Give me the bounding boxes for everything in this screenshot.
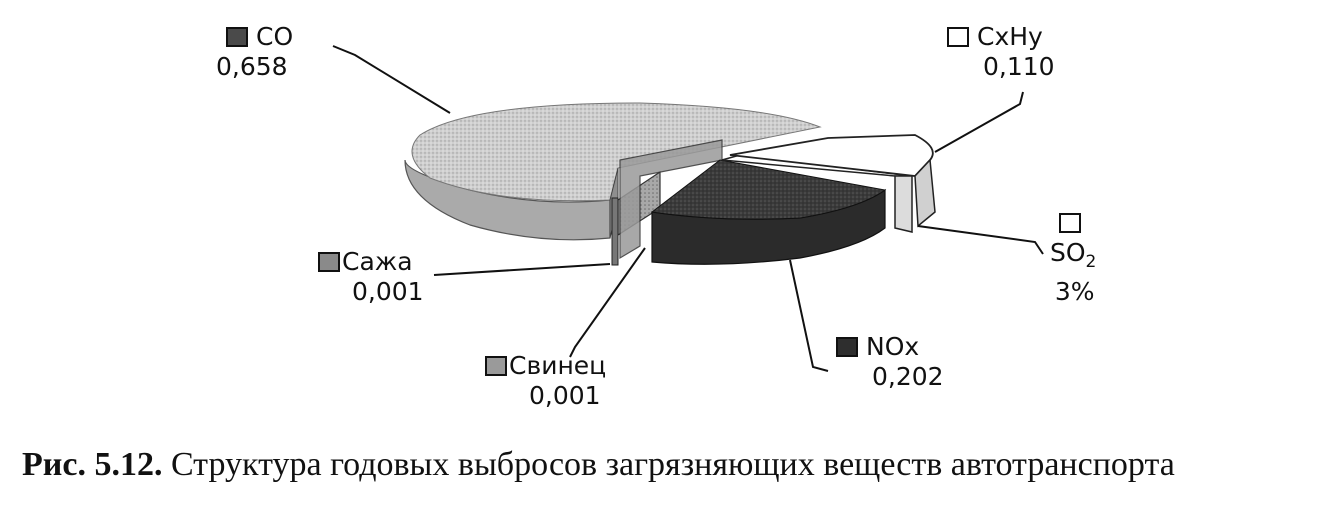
label-svinec: Свинец 0,001 <box>485 351 606 411</box>
legend-swatch-so2 <box>1059 213 1082 233</box>
figure-caption: Рис. 5.12. Структура годовых выбросов за… <box>22 446 1312 484</box>
slice-sazha-face <box>619 139 723 260</box>
leader-sazha <box>433 263 611 276</box>
label-co-name: CO <box>256 22 294 51</box>
label-co-value: 0,658 <box>216 52 288 81</box>
slice-co-top <box>411 102 822 202</box>
caption-text: Структура годовых выбросов загрязняющих … <box>170 446 1175 483</box>
label-so2-name: SO2 <box>1050 238 1096 277</box>
label-cxhy-value: 0,110 <box>983 52 1055 81</box>
label-so2-sub: 2 <box>1085 252 1097 272</box>
label-so2: SO2 3% <box>1050 208 1096 307</box>
label-nox-value: 0,202 <box>872 362 944 391</box>
leader-co <box>332 45 451 114</box>
slice-so2-side <box>894 175 913 233</box>
label-sazha-value: 0,001 <box>352 277 424 306</box>
leader-lines <box>332 45 1044 372</box>
slice-sazha <box>619 139 723 260</box>
leader-svinec <box>569 247 646 358</box>
label-sazha: Сажа 0,001 <box>318 247 424 307</box>
label-cxhy-name: CxHy <box>977 22 1043 51</box>
legend-swatch-co <box>226 27 248 47</box>
label-svinec-value: 0,001 <box>529 381 601 410</box>
leader-so2 <box>917 225 1044 255</box>
slice-svinec-face2 <box>611 197 619 266</box>
label-so2-value: 3% <box>1054 277 1095 306</box>
slice-co <box>404 102 822 241</box>
legend-swatch-nox <box>836 337 858 357</box>
slice-nox-top <box>650 159 887 220</box>
label-nox-name: NOx <box>866 332 920 361</box>
leader-cxhy <box>934 91 1024 153</box>
slice-nox <box>650 159 887 265</box>
leader-nox <box>789 259 829 372</box>
label-sazha-name: Сажа <box>342 247 413 276</box>
legend-swatch-svinec <box>485 356 507 376</box>
caption-number: Рис. 5.12. <box>22 446 163 483</box>
legend-swatch-cxhy <box>947 27 969 47</box>
label-so2-main: SO <box>1050 238 1086 267</box>
label-cxhy: CxHy 0,110 <box>947 22 1055 82</box>
label-svinec-name: Свинец <box>509 351 607 380</box>
label-co: CO 0,658 <box>216 22 294 82</box>
label-nox: NOx 0,202 <box>836 332 944 392</box>
legend-swatch-sazha <box>318 252 340 272</box>
slice-cxhy-side <box>914 158 936 228</box>
slice-cxhy <box>729 134 936 228</box>
